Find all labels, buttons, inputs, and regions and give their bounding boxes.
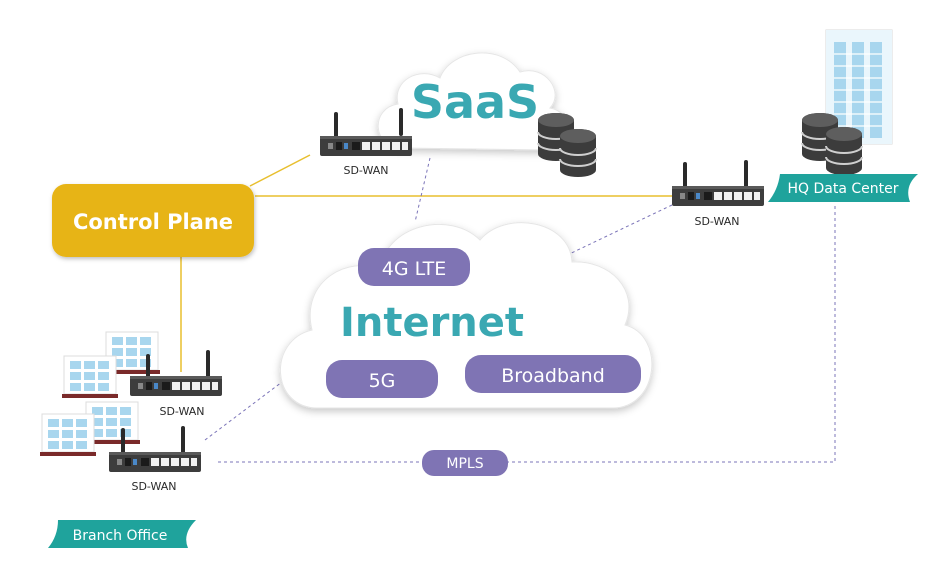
branch-sdwan-router-lower [109, 426, 201, 472]
hq-router-label: SD-WAN [694, 215, 739, 228]
hq-tag: HQ Data Center [768, 174, 918, 202]
broadband-label: Broadband [501, 365, 605, 387]
saas-database-icon [537, 112, 597, 178]
saas-router-label: SD-WAN [343, 164, 388, 177]
broadband-pill: Broadband [465, 355, 641, 393]
5g-pill: 5G [326, 360, 438, 398]
mpls-pill: MPLS [422, 450, 508, 476]
hq-label: HQ Data Center [788, 181, 899, 197]
branch-label: Branch Office [73, 528, 168, 544]
link-branch-internet [204, 381, 283, 441]
control-plane-box [52, 184, 254, 257]
saas-cloud [377, 52, 569, 151]
5g-label: 5G [369, 370, 396, 392]
mpls-label: MPLS [446, 456, 483, 472]
control-plane-label: Control Plane [73, 210, 233, 234]
hq-sdwan-router [672, 160, 764, 206]
branch-router-upper-label: SD-WAN [159, 405, 204, 418]
link-saas-internet [414, 157, 431, 223]
saas-label: SaaS [411, 75, 539, 129]
branch-router-lower-label: SD-WAN [131, 480, 176, 493]
branch-tag: Branch Office [48, 520, 196, 548]
lte-label: 4G LTE [382, 258, 446, 280]
link-control-saas [249, 154, 311, 187]
internet-label: Internet [340, 300, 524, 346]
hq-building-icon [825, 29, 893, 145]
lte-pill: 4G LTE [358, 248, 470, 286]
